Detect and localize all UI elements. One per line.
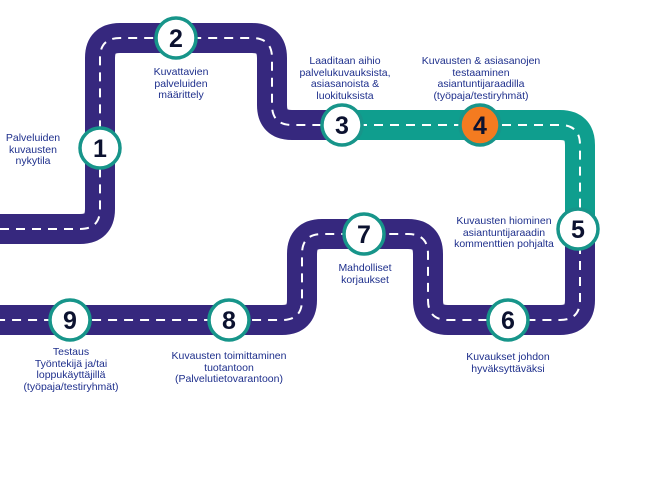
step-label-4: Kuvausten & asiasanojen testaaminen asia… [421, 55, 541, 102]
label-line: nykytila [15, 155, 51, 167]
label-line: asiasanoista & [310, 78, 380, 90]
step-node-3: 3 [320, 103, 364, 147]
step-node-7: 7 [342, 212, 386, 256]
step-number: 7 [357, 221, 371, 249]
label-line: Kuvattavien [153, 66, 209, 78]
step-node-2: 2 [154, 16, 198, 60]
step-number: 2 [169, 25, 183, 53]
label-line: korjaukset [341, 273, 389, 286]
step-number: 1 [93, 135, 107, 163]
step-node-9: 9 [48, 298, 92, 342]
label-line: (Palvelutietovarantoon) [175, 373, 283, 385]
label-line: Kuvausten toimittaminen [171, 350, 287, 362]
label-line: (työpaja/testiryhmät) [23, 380, 119, 393]
label-line: hyväksyttäväksi [471, 362, 545, 375]
step-node-5: 5 [556, 207, 600, 251]
step-label-2: Kuvattavien palveluiden määrittely [153, 66, 209, 102]
step-label-5: Kuvausten hiominen asiantuntijaraadin ko… [454, 215, 554, 251]
label-line: asiantuntijaraadin [462, 226, 546, 239]
label-line: Kuvausten hiominen [456, 215, 552, 227]
label-line: Palveluiden [5, 132, 61, 144]
step-label-6: Kuvaukset johdon hyväksyttäväksi [466, 351, 550, 375]
label-line: Laaditaan aihio [309, 55, 381, 67]
label-line: Kuvausten & asiasanojen [421, 55, 541, 67]
label-line: palvelukuvauksista, [299, 66, 391, 79]
road-purple-lower [0, 219, 595, 335]
label-line: loppukäyttäjillä [36, 369, 106, 381]
label-line: Mahdolliset [338, 262, 392, 274]
step-number: 4 [473, 112, 487, 140]
step-number: 8 [222, 307, 236, 335]
label-line: testaaminen [452, 66, 510, 79]
label-line: asiantuntijaraadilla [437, 78, 525, 90]
label-line: tuotantoon [204, 361, 254, 374]
label-line: kommenttien pohjalta [454, 238, 554, 250]
step-label-8: Kuvausten toimittaminen tuotantoon (Palv… [171, 350, 287, 386]
step-node-4: 4 [458, 103, 502, 147]
road-teal [342, 110, 595, 229]
step-node-8: 8 [207, 298, 251, 342]
step-node-6: 6 [486, 298, 530, 342]
label-line: luokituksista [316, 89, 374, 102]
step-node-1: 1 [78, 126, 122, 170]
step-label-9: Testaus Työntekijä ja/tai loppukäyttäjil… [23, 346, 119, 393]
label-line: palveluiden [154, 77, 208, 90]
step-number: 9 [63, 307, 77, 335]
step-number: 3 [335, 112, 349, 140]
step-number: 5 [571, 216, 585, 244]
step-label-7: Mahdolliset korjaukset [338, 262, 392, 286]
step-label-3: Laaditaan aihio palvelukuvauksista, asia… [299, 55, 391, 102]
label-line: Kuvaukset johdon [466, 351, 550, 363]
label-line: Testaus [52, 346, 90, 358]
label-line: määrittely [158, 89, 204, 101]
label-line: kuvausten [9, 143, 57, 156]
step-number: 6 [501, 307, 515, 335]
label-line: (työpaja/testiryhmät) [433, 89, 529, 102]
step-label-1: Palveluiden kuvausten nykytila [5, 132, 61, 168]
label-line: Työntekijä ja/tai [34, 357, 108, 370]
